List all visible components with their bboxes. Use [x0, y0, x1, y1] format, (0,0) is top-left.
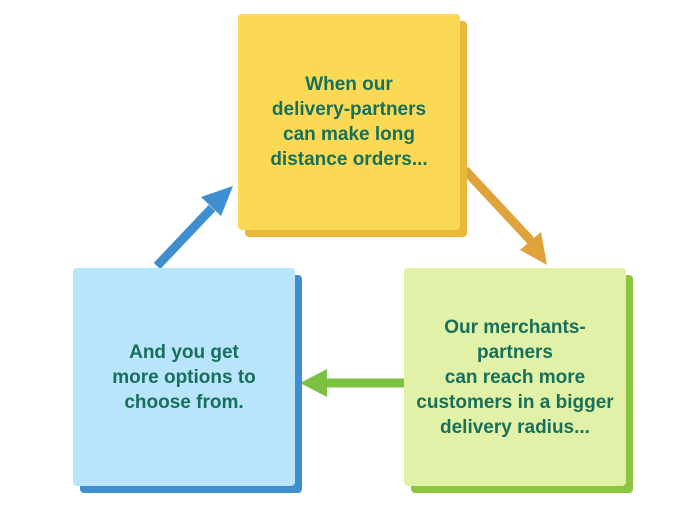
box-text: When our delivery-partners can make long…: [270, 74, 428, 170]
box-more-options: And you get more options to choose from.: [73, 268, 302, 493]
box-merchant-partners: Our merchants- partners can reach more c…: [404, 268, 633, 493]
arrow-left-to-top: [153, 186, 233, 270]
box-delivery-partners: When our delivery-partners can make long…: [238, 14, 467, 237]
box-face: When our delivery-partners can make long…: [238, 14, 460, 230]
box-text: Our merchants- partners can reach more c…: [416, 316, 614, 438]
arrow-top-to-right: [461, 166, 547, 265]
box-face: Our merchants- partners can reach more c…: [404, 268, 626, 486]
box-face: And you get more options to choose from.: [73, 268, 295, 486]
box-text: And you get more options to choose from.: [112, 341, 256, 413]
arrow-right-to-left: [300, 369, 410, 397]
